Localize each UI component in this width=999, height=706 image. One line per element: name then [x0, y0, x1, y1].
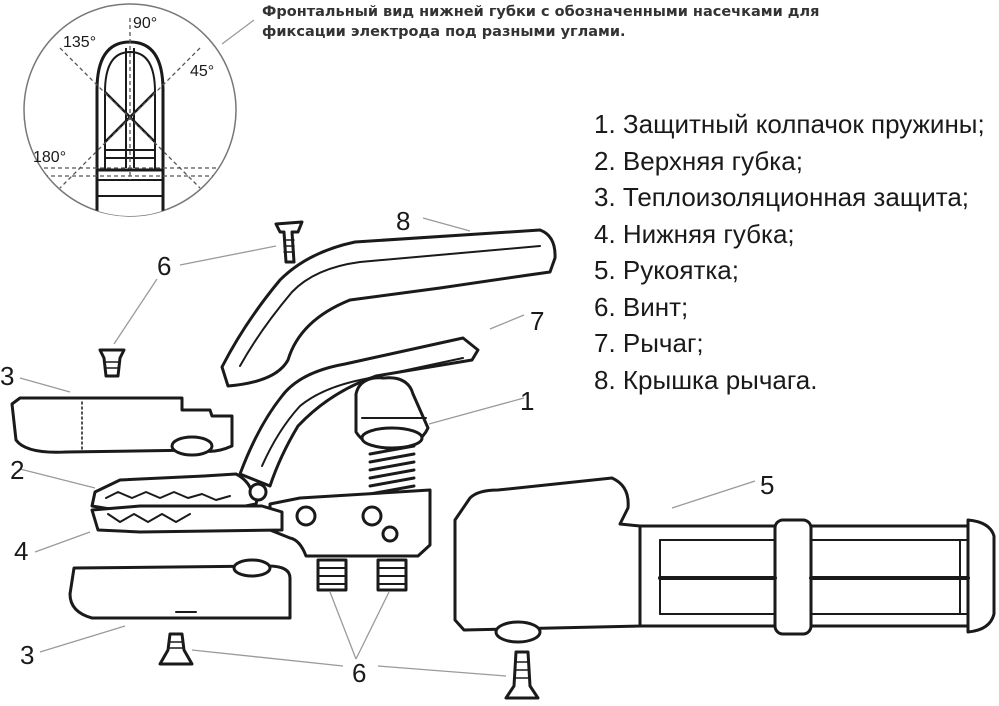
- screw-bottom-2: [504, 650, 540, 700]
- callout-6-bottom: 6: [352, 658, 366, 688]
- angle-90-label: 90°: [133, 15, 157, 32]
- spring-cap-part-1: [354, 376, 430, 450]
- callout-6-top: 6: [157, 251, 171, 281]
- inset-caption: Фронтальный вид нижней губки с обозначен…: [262, 4, 820, 40]
- screw-bottom-1: [158, 632, 194, 666]
- legend-item-1: 1. Защитный колпачок пружины;: [594, 109, 985, 139]
- lever-cover-part-8: [220, 228, 557, 388]
- callout-3-bottom: 3: [20, 640, 34, 670]
- callout-leaders: [19, 217, 756, 677]
- screw-mid-1: [316, 558, 348, 592]
- screw-mid-2: [376, 558, 408, 592]
- legend-item-2: 2. Верхняя губка;: [594, 145, 803, 176]
- parts-legend: 1. Защитный колпачок пружины; 2. Верхняя…: [594, 106, 985, 398]
- legend-item-6: 6. Винт;: [594, 291, 689, 322]
- callout-2: 2: [10, 455, 24, 485]
- legend-item-8: 8. Крышка рычага.: [594, 364, 818, 395]
- caption-leader: [221, 19, 255, 45]
- legend-item-3: 3. Теплоизоляционная защита;: [594, 182, 970, 212]
- callout-5: 5: [760, 470, 774, 500]
- screw-top-1: [274, 220, 304, 264]
- spring: [368, 444, 416, 496]
- handle-part-5: [453, 476, 996, 644]
- angle-135-label: 135°: [63, 34, 96, 51]
- jaw-assembly-parts-2-4: [90, 472, 432, 558]
- angle-180-label: 180°: [33, 149, 66, 166]
- callout-7: 7: [530, 306, 544, 336]
- angle-45-label: 45°: [190, 63, 214, 80]
- callout-1: 1: [520, 386, 534, 416]
- legend-item-5: 5. Рукоятка;: [594, 255, 739, 285]
- thermal-insulation-top-part-3: [10, 396, 234, 457]
- screw-top-2: [98, 348, 126, 378]
- callout-8: 8: [396, 206, 410, 236]
- callout-3-top: 3: [0, 361, 14, 391]
- legend-item-7: 7. Рычаг;: [594, 328, 704, 358]
- legend-item-4: 4. Нижняя губка;: [594, 218, 795, 249]
- thermal-insulation-bottom-part-3: [68, 558, 292, 620]
- callout-numbers: 8 6 7 3 1 2 5 4 3 6: [0, 206, 774, 688]
- jaw-front-view-inset: 90° 135° 45° 180°: [23, 3, 237, 217]
- lever-part-7: [238, 336, 480, 488]
- callout-4: 4: [14, 536, 28, 566]
